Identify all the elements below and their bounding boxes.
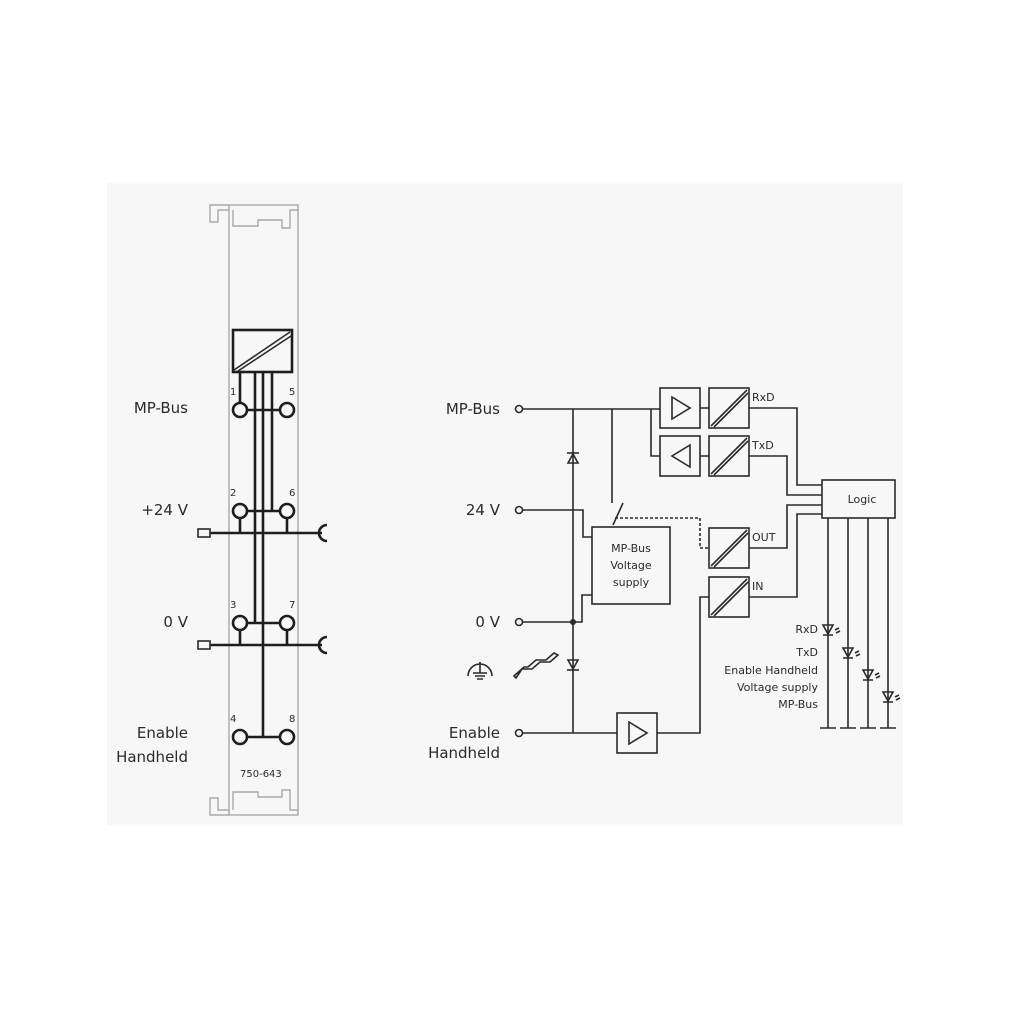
input-handheld-label: Handheld [428,744,500,762]
label-enable: Enable [137,724,188,742]
label-0v: 0 V [163,613,188,631]
signal-txd: TxD [751,439,774,452]
terminal-8 [278,728,296,746]
rxd-amplifier [659,387,701,429]
terminal-6 [278,502,296,520]
supply-line-3: supply [613,576,650,589]
terminal-4 [231,728,249,746]
logic-label: Logic [848,493,877,506]
terminal-number: 2 [230,488,236,499]
in-optocoupler [708,576,750,618]
terminal-5 [278,401,296,419]
terminal-3 [231,614,249,632]
input-mpbus-label: MP-Bus [446,400,500,418]
mpbus-voltage-supply-block: MP-Bus Voltage supply [591,526,671,605]
led-icon [841,647,861,659]
input-enable-label: Enable [449,724,500,742]
signal-rxd: RxD [752,391,775,404]
enable-amplifier [616,712,658,754]
label-handheld: Handheld [116,748,188,766]
led-label-mpbus: MP-Bus [778,698,818,711]
ground-icon [467,662,493,680]
input-0v-label: 0 V [475,613,500,631]
module-wiring [197,372,328,739]
label-plus24v: +24 V [141,501,188,519]
txd-optocoupler [708,435,750,477]
signal-in: IN [752,580,763,593]
module-housing [209,204,299,816]
txd-amplifier [659,435,701,477]
label-mpbus: MP-Bus [134,399,188,417]
din-rail-icon [512,652,560,680]
input-24v-label: 24 V [466,501,501,519]
terminal-1 [231,401,249,419]
part-number: 750-643 [240,769,282,780]
terminal-number: 3 [230,600,236,611]
amplifier-icon [671,395,692,421]
diode-icon [566,452,580,464]
terminal-number: 7 [289,600,295,611]
led-label-voltage-supply: Voltage supply [737,681,818,694]
terminal-7 [278,614,296,632]
led-label-txd: TxD [795,646,818,659]
diagram-background [107,183,903,825]
terminal-number: 5 [289,387,295,398]
led-label-enable-handheld: Enable Handheld [724,664,818,677]
terminal-number: 8 [289,714,295,725]
supply-line-1: MP-Bus [611,542,651,555]
out-optocoupler [708,527,750,569]
terminal-2 [231,502,249,520]
led-icon [861,669,881,681]
led-label-rxd: RxD [795,623,818,636]
diode-icon [566,659,580,671]
amplifier-icon [670,443,691,469]
terminal-number: 4 [230,714,236,725]
terminal-number: 1 [230,387,236,398]
amplifier-icon [628,720,649,746]
signal-out: OUT [752,531,776,544]
terminal-number: 6 [289,488,295,499]
terminals [231,401,296,746]
logic-block: Logic [821,479,896,519]
rxd-optocoupler [708,387,750,429]
led-icon [881,691,901,703]
led-lines [820,518,896,729]
supply-line-2: Voltage [610,559,651,572]
led-icon [821,624,841,636]
